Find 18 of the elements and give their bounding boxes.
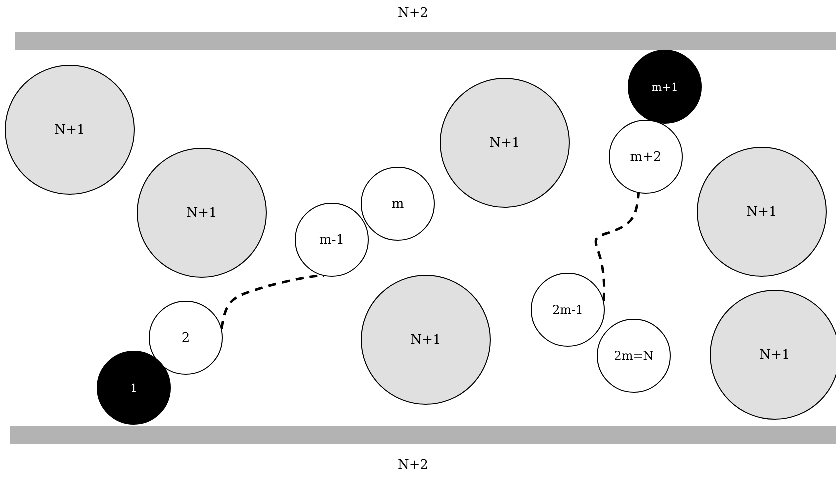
particle-circle: 1 [97,351,171,425]
plate-label: N+2 [398,6,429,21]
particle-circle: N+1 [5,65,135,195]
particle-circle: m [361,167,435,241]
particle-circle: N+1 [697,147,827,277]
particle-circle: 2m-1 [531,273,605,347]
particle-circle: N+1 [440,78,570,208]
particle-circle: N+1 [137,148,267,278]
particle-circle: N+1 [361,275,491,405]
plate-label: N+2 [398,458,429,473]
particle-circle: N+1 [710,290,836,420]
particle-circle: 2 [149,301,223,375]
particle-circle: m+1 [628,50,702,124]
particle-circle: m+2 [609,120,683,194]
particle-circle: m-1 [295,203,369,277]
dashed-connector [594,193,640,302]
dashed-connector [220,274,326,330]
particle-circle: 2m=N [597,319,671,393]
